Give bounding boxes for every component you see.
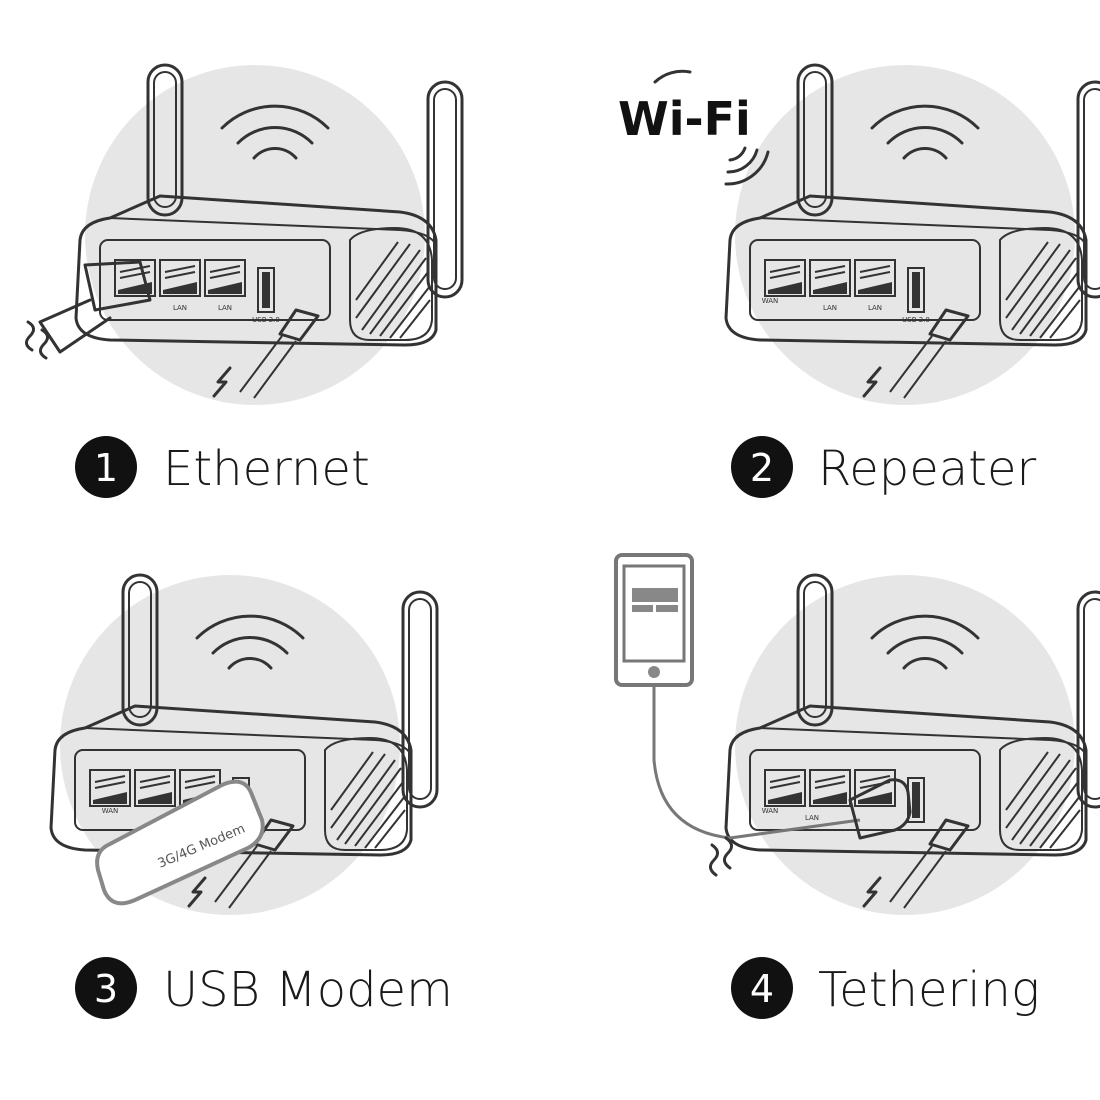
port-label-lan: LAN — [805, 814, 819, 822]
usb-modem-illustration: 3G/4G Modem — [95, 779, 265, 906]
port-label-lan: LAN — [173, 304, 187, 312]
wifi-logo: Wi-Fi — [618, 69, 770, 186]
port-label-wan: WAN — [762, 297, 779, 305]
port-label-wan: WAN — [762, 807, 779, 815]
panel-repeater: WAN LAN LAN USB 2.0 Wi-Fi 2 Repeater — [618, 63, 1100, 498]
port-label-usb: USB 2.0 — [252, 316, 280, 324]
router-illustration — [74, 63, 464, 407]
svg-text:Wi-Fi: Wi-Fi — [618, 92, 751, 146]
panel-tethering: WAN LAN 4 Tethering — [614, 553, 1100, 1019]
port-label-usb: USB 2.0 — [902, 316, 930, 324]
step-number: 3 — [94, 967, 118, 1011]
step-number: 2 — [750, 446, 774, 490]
step-number: 4 — [750, 967, 774, 1011]
mode-label-usb-modem: USB Modem — [163, 962, 453, 1018]
port-label-wan: WAN — [102, 807, 119, 815]
step-badge — [75, 957, 137, 1019]
mode-label-tethering: Tethering — [818, 962, 1040, 1018]
ethernet-cable-icon — [25, 260, 152, 360]
step-number: 1 — [94, 446, 118, 490]
mode-label-ethernet: Ethernet — [163, 441, 370, 497]
port-label-lan: LAN — [868, 304, 882, 312]
step-badge — [731, 436, 793, 498]
step-badge — [75, 436, 137, 498]
port-label-lan: LAN — [823, 304, 837, 312]
mode-label-repeater: Repeater — [818, 441, 1036, 497]
panel-ethernet: LAN LAN USB 2.0 1 Ethernet — [25, 63, 464, 498]
smartphone-icon — [614, 553, 912, 877]
port-label-lan: LAN — [218, 304, 232, 312]
panel-usb-modem: WAN 3G/4G Modem 3 USB Modem — [49, 573, 453, 1019]
step-badge — [731, 957, 793, 1019]
